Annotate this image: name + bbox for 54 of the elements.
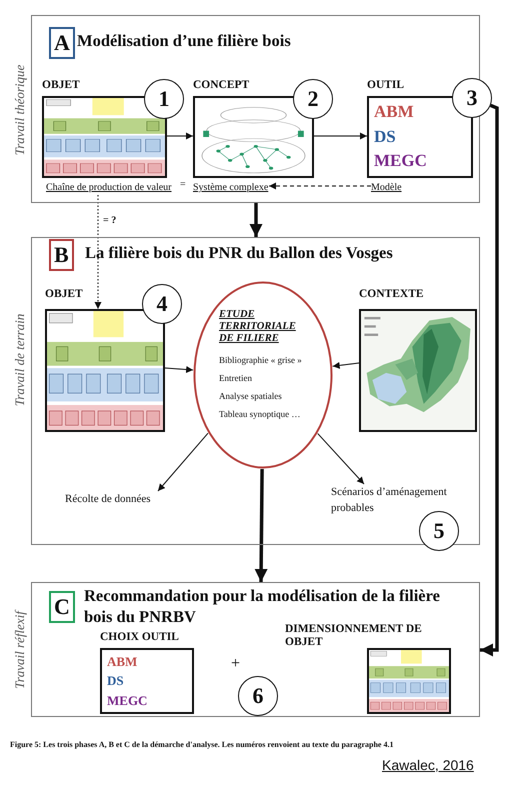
ellipse-heading: ETUDE TERRITORIALE DE FILIERE — [219, 309, 297, 345]
box-heading: CONCEPT — [193, 79, 250, 92]
box-heading: CONTEXTE — [359, 288, 424, 301]
section-panel — [31, 582, 480, 717]
number-circle: 2 — [293, 79, 333, 119]
arrow — [250, 203, 262, 237]
box-heading: OBJET — [45, 288, 83, 301]
arrow — [254, 468, 268, 582]
box-heading: CHOIX OUTIL — [100, 631, 179, 644]
number-circle: 6 — [238, 676, 278, 716]
list-item: Analyse spatiales — [219, 391, 282, 401]
box-heading: DIMENSIONNEMENT DE OBJET — [285, 623, 423, 649]
text-label: Système complexe — [193, 180, 269, 195]
tool-name: DS — [107, 673, 124, 690]
list-item: Tableau synoptique … — [219, 409, 300, 419]
section-panel — [31, 15, 480, 203]
figure-caption: Figure 5: Les trois phases A, B et C de la démarche d'analyse. Les numéros renvoient au texte du paragraphe 4.1 — [10, 740, 394, 749]
number-circle: 4 — [142, 284, 182, 324]
tool-name: ABM — [107, 654, 138, 670]
arrow — [480, 104, 499, 656]
side-label: Travail théorique — [12, 64, 28, 156]
plus-sign: + — [231, 655, 240, 673]
equals-sign: = — [180, 179, 186, 190]
arrow — [164, 366, 194, 373]
arrow — [314, 132, 368, 140]
box-heading: OBJET — [42, 79, 80, 92]
number-circle: 1 — [144, 79, 184, 119]
arrow — [166, 132, 194, 140]
section-letter: C — [49, 591, 75, 623]
source-citation: Kawalec, 2016 — [382, 757, 474, 773]
arrow — [332, 362, 360, 369]
arrow — [268, 182, 372, 190]
arrow — [317, 433, 364, 484]
side-label: Travail de terrain — [12, 314, 28, 406]
section-letter: A — [49, 27, 75, 59]
section-title: La filière bois du PNR du Ballon des Vosges — [85, 242, 394, 263]
edge-label: = ? — [102, 215, 118, 226]
side-label: Travail réflexif — [12, 611, 28, 689]
box-heading: OUTIL — [367, 79, 404, 92]
arrow — [94, 194, 102, 310]
text-label: Modèle — [371, 180, 407, 195]
section-title: Modélisation d’une filière bois — [77, 30, 292, 51]
text-label: Chaîne de production de valeur — [46, 180, 170, 195]
tool-name: MEGC — [374, 151, 427, 172]
arrow — [158, 432, 208, 492]
section-letter: B — [49, 239, 74, 271]
tool-name: ABM — [374, 102, 414, 122]
tool-name: DS — [374, 126, 396, 147]
list-item: Entretien — [219, 373, 252, 383]
text-label: Récolte de données — [65, 491, 175, 507]
number-circle: 5 — [419, 511, 459, 551]
number-circle: 3 — [452, 78, 492, 118]
tool-name: MEGC — [107, 692, 148, 709]
list-item: Bibliographie « grise » — [219, 355, 302, 365]
